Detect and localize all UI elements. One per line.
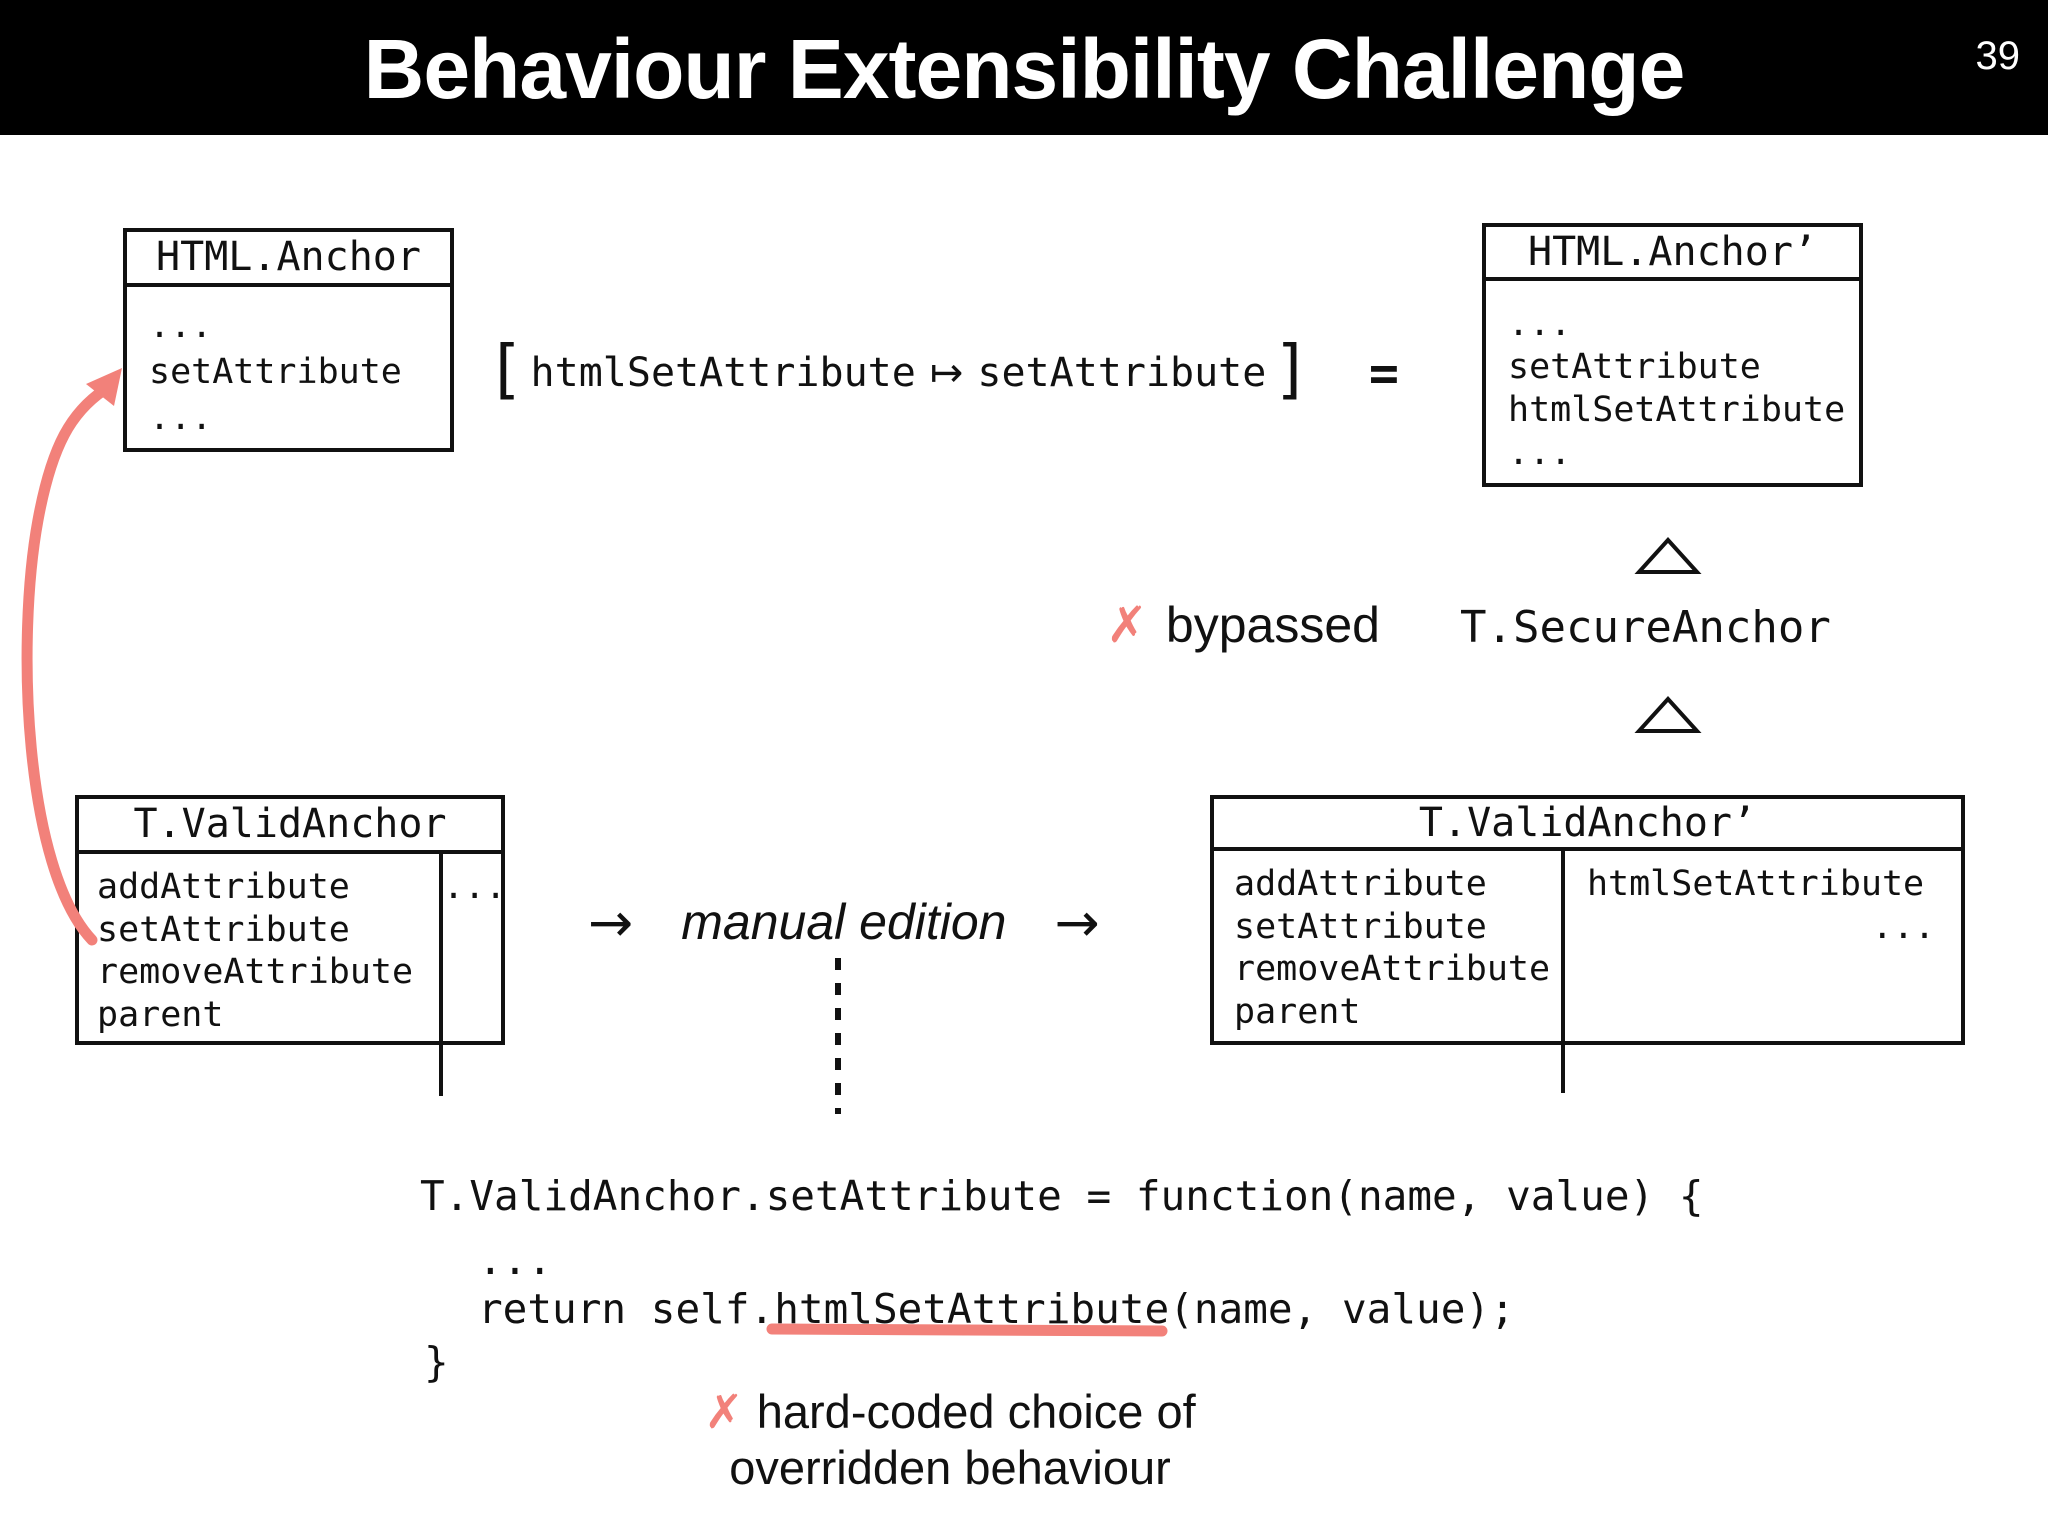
class-member: ... [1508, 304, 1572, 344]
class-member: setAttribute [149, 352, 402, 392]
hardcoded-annotation: ✗ hard-coded choice of overridden behavi… [600, 1384, 1300, 1495]
inheritance-triangle-top-icon [1634, 537, 1702, 574]
class-member: ... [149, 306, 213, 346]
class-box-valid-anchor: T.ValidAnchor addAttribute setAttribute … [75, 795, 507, 1096]
class-member: addAttribute [1234, 864, 1487, 904]
bypassed-label: bypassed [1165, 597, 1380, 653]
hardcoded-label-2: overridden behaviour [729, 1441, 1171, 1494]
code-line-1: T.ValidAnchor.setAttribute = function(na… [420, 1172, 1704, 1220]
inheritance-triangle-bottom-icon [1634, 696, 1702, 733]
hardcoded-label-1: hard-coded choice of [756, 1385, 1196, 1438]
secure-anchor-label: T.SecureAnchor [1460, 602, 1831, 653]
code-return-prefix: return self. [478, 1285, 775, 1333]
class-member: htmlSetAttribute [1586, 864, 1925, 904]
class-member: ... [443, 867, 507, 907]
maps-to-icon: ↦ [929, 350, 964, 396]
class-box-html-anchor-prime: HTML.Anchor’ ... setAttribute htmlSetAtt… [1482, 223, 1863, 487]
override-arrowhead-icon [86, 368, 122, 406]
slide-page-number: 39 [1975, 34, 2021, 78]
x-mark-icon: ✗ [1106, 596, 1148, 654]
rename-from: htmlSetAttribute [530, 350, 916, 396]
bypassed-annotation: ✗ bypassed [1106, 596, 1380, 654]
x-mark-icon: ✗ [704, 1385, 744, 1440]
code-line-2: ... [478, 1236, 553, 1284]
class-title: HTML.Anchor’ [1486, 227, 1859, 281]
class-member: ... [149, 398, 213, 438]
equals-sign: = [1368, 344, 1399, 402]
class-member: setAttribute [97, 909, 350, 950]
manual-edition-label: manual edition [681, 894, 1007, 950]
rename-expression: [ htmlSetAttribute ↦ setAttribute ] = [480, 318, 1399, 428]
class-member: ... [1508, 433, 1572, 473]
class-box-valid-anchor-prime: T.ValidAnchor’ addAttribute setAttribute… [1210, 795, 1965, 1093]
open-bracket: [ [486, 333, 525, 407]
close-bracket: ] [1272, 333, 1311, 407]
class-member: parent [1234, 991, 1361, 1032]
class-title: T.ValidAnchor [79, 799, 501, 854]
slide-header: Behaviour Extensibility Challenge 39 [0, 0, 2048, 135]
class-member: setAttribute [1508, 347, 1761, 387]
class-title: T.ValidAnchor’ [1214, 799, 1961, 851]
class-title: HTML.Anchor [127, 232, 450, 287]
hardcoded-line-1: ✗ hard-coded choice of [600, 1384, 1300, 1440]
class-member: removeAttribute [97, 952, 414, 992]
class-member: setAttribute [1234, 906, 1487, 947]
class-box-html-anchor: HTML.Anchor ... setAttribute ... [123, 228, 454, 452]
code-return-suffix: (name, value); [1169, 1285, 1515, 1333]
class-member: htmlSetAttribute [1508, 390, 1846, 430]
class-member: ... [1871, 906, 1936, 947]
class-member: parent [97, 994, 224, 1035]
rename-to: setAttribute [977, 350, 1267, 396]
slide-title: Behaviour Extensibility Challenge [363, 22, 1686, 116]
code-line-3: return self.htmlSetAttribute(name, value… [478, 1285, 1515, 1333]
arrow-right-icon: → [588, 890, 634, 954]
class-member: addAttribute [97, 867, 350, 907]
code-line-4: } [424, 1338, 449, 1386]
arrow-right-icon: → [1054, 890, 1100, 954]
code-highlighted-call: htmlSetAttribute [774, 1285, 1170, 1333]
manual-edition-flow: → manual edition → [588, 890, 1100, 954]
class-member: removeAttribute [1234, 949, 1551, 989]
